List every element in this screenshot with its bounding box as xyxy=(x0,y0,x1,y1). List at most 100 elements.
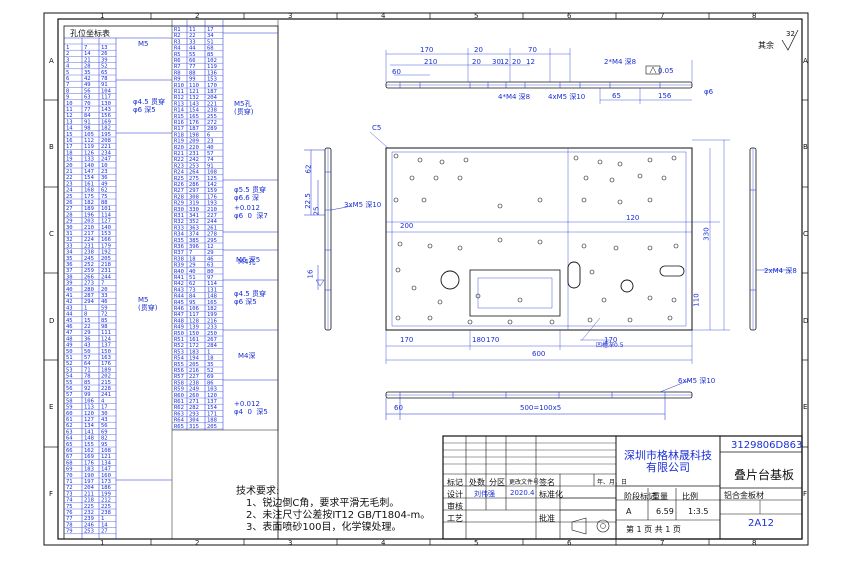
hole-table-cell: 352 xyxy=(189,219,199,225)
hole-table-cell: R48 xyxy=(174,318,184,324)
hole-table-cell: 63 xyxy=(84,95,91,101)
hole-table-cell: 1 xyxy=(101,516,104,522)
hole-table-cell: 70 xyxy=(66,473,73,479)
hole-table-cell: 161 xyxy=(84,181,94,187)
hole-group-label: φ5.5 贯穿 φ6.6 深 xyxy=(234,186,266,202)
hole-table-cell: R51 xyxy=(174,337,184,343)
top-view-dimension: 65 xyxy=(612,92,621,100)
zone-row-d-r: D xyxy=(803,317,809,325)
hole-table-cell: 71 xyxy=(84,367,91,373)
hole-table-cell: 286 xyxy=(189,182,199,188)
hole-table-cell: 233 xyxy=(207,325,217,331)
hole-table-cell: R13 xyxy=(174,101,184,107)
zone-row-f-r: F xyxy=(803,490,808,498)
hole-table-cell: R14 xyxy=(174,108,185,114)
hole-table-cell: 72 xyxy=(66,485,73,491)
hole-table-cell: 308 xyxy=(189,194,199,200)
hole-table-cell: 91 xyxy=(101,82,108,88)
hole-table-cell: 121 xyxy=(101,454,111,460)
title-block-label: 批准 xyxy=(539,514,555,523)
hole-table-cell: 218 xyxy=(101,262,111,268)
hole-table-cell: 239 xyxy=(84,516,94,522)
top-view-dimension: 2*M4 深8 xyxy=(604,58,637,66)
hole-table-cell: 238 xyxy=(189,380,199,386)
hole-table-cell: 76 xyxy=(66,510,73,516)
hole-group-label: M5孔 (贯穿) xyxy=(234,100,254,116)
hole-table-cell: 253 xyxy=(84,529,94,535)
hole-table-cell: 11 xyxy=(66,107,73,113)
hole-table-cell: 52 xyxy=(66,361,73,367)
plan-hole xyxy=(433,175,439,181)
hole-table-cell: 37 xyxy=(66,268,73,274)
plan-hole xyxy=(507,319,513,325)
hole-table-cell: 63 xyxy=(66,429,73,435)
hole-table-cell: 189 xyxy=(101,367,111,373)
zone-col-4-b: 4 xyxy=(381,539,386,547)
title-block-label: 工艺 xyxy=(447,514,463,523)
hole-table-cell: 14 xyxy=(84,51,91,57)
hole-table-cell: 27 xyxy=(101,529,108,535)
hole-table-cell: 108 xyxy=(207,170,217,176)
hole-table-cell: 105 xyxy=(84,132,94,138)
hole-table-cell: 33 xyxy=(101,293,108,299)
hole-table-cell: 221 xyxy=(101,144,111,150)
hole-table-cell: 137 xyxy=(101,343,111,349)
hole-table-cell: 29 xyxy=(207,250,214,256)
left-view xyxy=(304,147,353,331)
hole-table-cell: 293 xyxy=(189,411,199,417)
hole-table-cell: R55 xyxy=(174,362,184,368)
hole-table-cell: 63 xyxy=(207,263,214,269)
hole-table-cell: 287 xyxy=(84,293,94,299)
finish-mark-value: 32 xyxy=(786,30,795,38)
hole-table-cell: R20 xyxy=(174,145,184,151)
hole-table-cell: 82 xyxy=(101,436,108,442)
hole-group-label: φ4.5 贯穿 φ6 深5 xyxy=(234,290,266,306)
hole-table-cell: 98 xyxy=(84,126,91,132)
hole-table-cell: 39 xyxy=(66,281,73,287)
hole-table-cell: 66 xyxy=(189,58,196,64)
hole-table-cell: R21 xyxy=(174,151,184,157)
plan-hole xyxy=(671,297,677,303)
hole-table-cell: 91 xyxy=(207,163,214,169)
material-code: 2A12 xyxy=(748,518,774,529)
top-view-dimension: φ6 xyxy=(704,88,714,96)
hole-table-cell: 92 xyxy=(84,386,91,392)
hole-table-cell: R46 xyxy=(174,306,184,312)
hole-table-cell: 363 xyxy=(189,225,199,231)
hole-table-cell: 31 xyxy=(66,231,73,237)
hole-table-cell: 117 xyxy=(101,95,111,101)
hole-table-cell: 11 xyxy=(189,27,196,33)
hole-table-cell: 36 xyxy=(84,336,91,342)
hole-table-cell: 205 xyxy=(101,256,111,262)
hole-table-cell: 16 xyxy=(66,138,73,144)
hole-table-cell: 74 xyxy=(66,498,73,504)
hole-table-cell: 91 xyxy=(84,119,91,125)
hole-table-cell: 210 xyxy=(207,207,217,213)
hole-table-cell: 29 xyxy=(66,219,73,225)
hole-table-cell: 6 xyxy=(66,76,69,82)
hole-table-cell: R65 xyxy=(174,424,184,430)
zone-col-6-b: 6 xyxy=(567,539,572,547)
hole-table-cell: 216 xyxy=(207,318,217,324)
hole-table-cell: 150 xyxy=(189,331,199,337)
hole-table-cell: R19 xyxy=(174,139,184,145)
title-block-label: 分区 xyxy=(489,478,505,487)
hole-table-cell: 396 xyxy=(189,244,199,250)
hole-table-cell: 141 xyxy=(84,429,94,435)
top-view-dimension: 70 xyxy=(528,46,537,54)
hole-table-cell: 278 xyxy=(207,232,217,238)
title-block-label: 比例 xyxy=(682,492,698,501)
hole-table-cell: R15 xyxy=(174,114,184,120)
hole-table-cell: 75 xyxy=(101,194,108,200)
hole-table-cell: 50 xyxy=(66,349,73,355)
hole-table-cell: 84 xyxy=(84,113,91,119)
hole-table-cell: 7 xyxy=(189,250,192,256)
hole-table-cell: 62 xyxy=(66,423,73,429)
hole-table-cell: R27 xyxy=(174,188,184,194)
hole-table-cell: 18 xyxy=(66,150,73,156)
hole-table-cell: 28 xyxy=(66,212,73,218)
hole-table-cell: R11 xyxy=(174,89,184,95)
hole-table-cell: 197 xyxy=(84,479,94,485)
hole-table-cell: 148 xyxy=(84,436,94,442)
hole-table-cell: 187 xyxy=(207,89,217,95)
